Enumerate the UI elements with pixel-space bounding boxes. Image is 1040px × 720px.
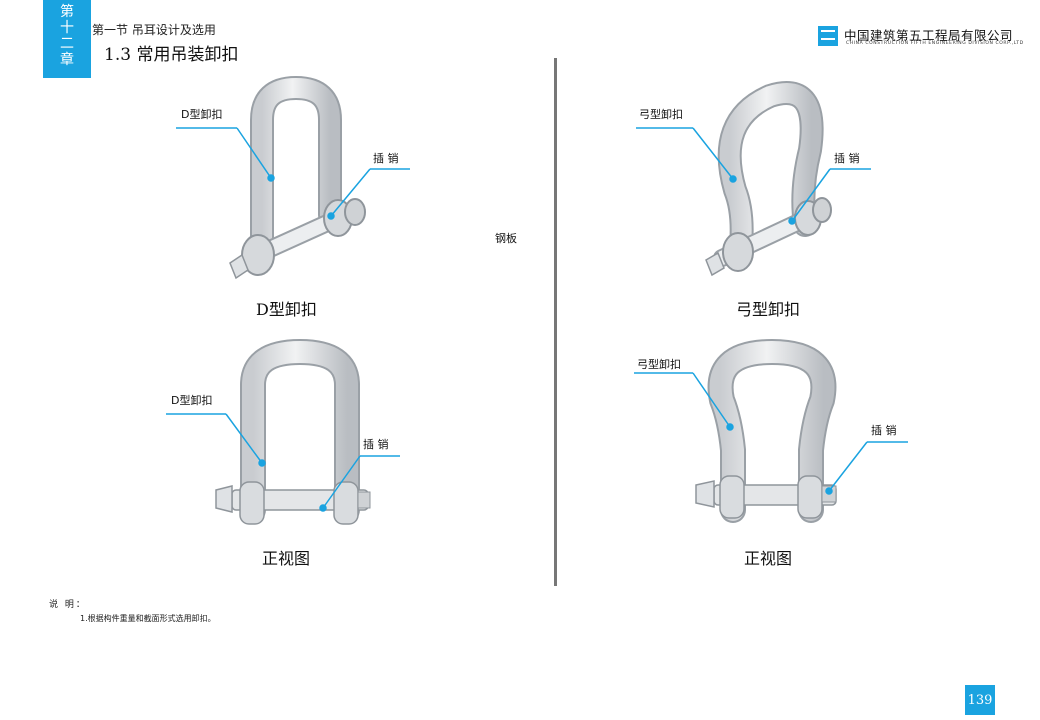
notes-item: 1.根据构件重量和截面形式选用卸扣。 [80, 614, 216, 623]
chapter-char: 二 [60, 36, 74, 52]
callout-pin: 插 销 [871, 424, 897, 437]
callout-d-shackle-body: D型卸扣 [181, 108, 223, 121]
company-logo-icon [818, 26, 838, 46]
center-divider [554, 58, 557, 586]
caption-front-view: 正视图 [262, 549, 311, 568]
company-name-cn: 中国建筑第五工程局有限公司 [844, 28, 1014, 43]
caption-bow-shackle: 弓型卸扣 [736, 300, 801, 319]
callout-pin: 插 销 [363, 438, 389, 451]
chapter-char: 章 [60, 52, 74, 68]
d-shackle-front-drawing [215, 338, 371, 525]
callout-bow-shackle-body: 弓型卸扣 [639, 108, 683, 121]
callout-pin: 插 销 [373, 152, 399, 165]
page-number: 139 [965, 685, 995, 715]
bow-shackle-perspective-drawing [705, 81, 832, 277]
steel-plate-label: 钢板 [495, 232, 517, 245]
d-shackle-perspective-drawing [229, 75, 366, 280]
section-heading: 第一节 吊耳设计及选用 [92, 23, 216, 37]
callout-d-shackle-body: D型卸扣 [171, 394, 213, 407]
bow-shackle-front-drawing [695, 338, 837, 523]
callout-pin: 插 销 [834, 152, 860, 165]
chapter-char: 第 [60, 4, 74, 20]
chapter-tab: 第 十 二 章 [43, 0, 91, 78]
company-name-en: CHINA CONSTRUCTION FIFTH ENGINEERING DIV… [846, 41, 1024, 46]
chapter-char: 十 [60, 20, 74, 36]
page-title: 1.3 常用吊装卸扣 [104, 45, 239, 65]
caption-d-shackle: D型卸扣 [256, 300, 317, 319]
callout-leaders [166, 127, 908, 512]
caption-front-view: 正视图 [744, 549, 793, 568]
callout-bow-shackle-body: 弓型卸扣 [637, 358, 681, 371]
notes-label: 说 明： [49, 600, 87, 610]
